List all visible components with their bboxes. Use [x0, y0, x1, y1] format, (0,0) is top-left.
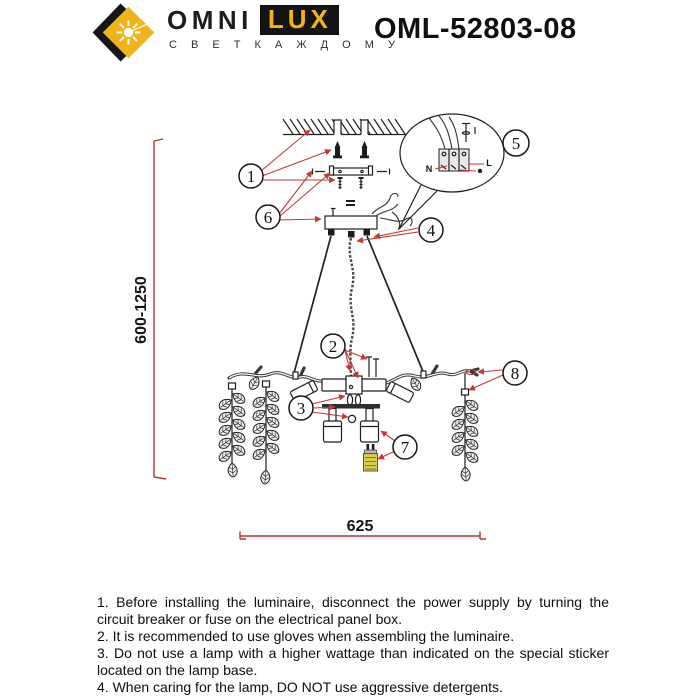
callout-6: 6 [255, 204, 281, 230]
anchor-icon [361, 141, 368, 148]
live-label: L [486, 158, 492, 168]
lamp-body [363, 453, 378, 472]
led-lamp [363, 444, 378, 472]
cable-attach [292, 371, 299, 380]
neutral-label: N [426, 164, 433, 174]
strand-hook [460, 388, 470, 396]
hub-block [345, 375, 363, 395]
svg-text:1: 1 [247, 167, 256, 186]
canopy-plate [324, 215, 378, 230]
model-number: OML-52803-08 [374, 13, 577, 45]
brand-text: OMNI LUX С В Е Т К А Ж Д О М У [167, 3, 400, 51]
instruction-item-2: 2. It is recommended to use gloves when … [97, 628, 515, 644]
instruction-item-3: 3. Do not use a lamp with a higher watta… [97, 645, 609, 678]
lamp-socket [359, 420, 380, 443]
lamp-socket [322, 420, 343, 443]
drill-hole [334, 118, 341, 135]
svg-text:3: 3 [297, 399, 306, 418]
strand-hook [227, 382, 237, 390]
cable-attach [420, 370, 427, 379]
svg-text:2: 2 [329, 337, 338, 356]
instruction-item-1: 1. Before installing the luminaire, disc… [97, 594, 609, 627]
hub-tube [321, 378, 347, 392]
canopy-screw [331, 207, 336, 216]
lamp-plate [322, 404, 380, 409]
brand-tagline: С В Е Т К А Ж Д О М У [169, 39, 401, 52]
leaf-strand-left-1 [216, 382, 248, 478]
hub-tube [361, 378, 387, 392]
svg-text:5: 5 [512, 134, 521, 153]
callout-5: 5 [502, 129, 530, 157]
instruction-item-4: 4. When caring for the lamp, DO NOT use … [97, 679, 503, 695]
hanging-hook [346, 394, 354, 406]
callout-2: 2 [320, 333, 346, 359]
strand-hook [261, 380, 271, 388]
mains-wires [371, 192, 413, 231]
callout-1: 1 [238, 163, 264, 189]
svg-text:4: 4 [427, 221, 436, 240]
bracket-screws [337, 177, 364, 189]
sunburst-icon [116, 20, 152, 45]
cable-gripper [348, 231, 355, 238]
width-dimension: 625 [239, 518, 486, 540]
cable-gripper [328, 229, 335, 236]
ring [347, 414, 357, 424]
twisted-wire [348, 237, 355, 378]
anchor-plugs [333, 141, 369, 159]
leaf-icon [246, 374, 263, 392]
width-dimension-label: 625 [347, 518, 374, 535]
callout-7: 7 [392, 434, 418, 460]
height-dimension: 600-1250 [133, 138, 167, 480]
brand-name-omni: OMNI [167, 4, 253, 35]
wiring-detail-balloon: N L [398, 113, 505, 230]
anchor-icon [334, 141, 341, 148]
leaf-strand-right [449, 373, 481, 482]
hub-screws [366, 356, 379, 377]
terminal-block [438, 148, 470, 172]
balloon-tail [398, 184, 438, 230]
svg-text:7: 7 [401, 438, 410, 457]
suspension-cables [293, 235, 425, 378]
ceiling [282, 118, 407, 136]
callout-8: 8 [502, 360, 528, 386]
brand-logo: OMNI LUX С В Е Т К А Ж Д О М У [88, 3, 400, 62]
ground-dot [477, 168, 483, 174]
omnilux-logo-icon [92, 3, 155, 62]
height-dimension-label: 600-1250 [133, 276, 150, 344]
hanging-hook [354, 394, 362, 406]
callout-3: 3 [288, 395, 314, 421]
brand-name-lux: LUX [259, 5, 339, 36]
canopy [324, 200, 378, 238]
instructions: 1. Before installing the luminaire, disc… [97, 594, 609, 696]
branch-end-highlight [465, 368, 477, 376]
svg-text:6: 6 [264, 208, 273, 227]
chandelier-branch [227, 364, 480, 393]
leaf-strand-left-2 [250, 380, 282, 485]
angled-arm [386, 381, 414, 403]
callout-4: 4 [418, 217, 444, 243]
drill-hole [361, 118, 368, 135]
cable-gripper [363, 229, 370, 236]
svg-text:8: 8 [511, 364, 520, 383]
mounting-bracket [311, 165, 391, 189]
terminal-screw-icon [461, 122, 476, 142]
